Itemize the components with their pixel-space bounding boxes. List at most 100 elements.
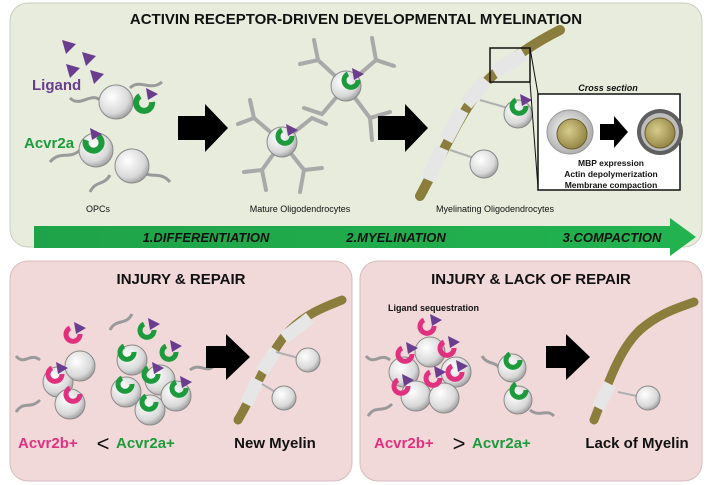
myelin-sheath	[490, 47, 528, 79]
arrow-icon	[378, 104, 428, 152]
acvr2a-receptor-icon	[115, 375, 135, 394]
arrow-icon	[206, 334, 250, 380]
ligand-icon	[146, 88, 158, 100]
zoom-line	[529, 47, 539, 95]
zoom-line	[529, 81, 539, 189]
cell-process	[364, 354, 391, 362]
outcome-lack-of-myelin: Lack of Myelin	[585, 435, 688, 452]
opc-cell	[98, 84, 134, 120]
opc-cell	[64, 350, 96, 382]
acvr2b-receptor-icon	[423, 369, 443, 388]
ligand-icon	[148, 318, 160, 330]
acvr2b-receptor-icon	[63, 385, 83, 404]
ligand-icon	[90, 70, 104, 84]
ligand-icon	[170, 340, 182, 352]
repair-panel-title: INJURY & REPAIR	[117, 271, 246, 288]
acvr2a-receptor-icon	[137, 321, 157, 340]
ligand-icon	[352, 68, 364, 80]
ligand-icon	[66, 64, 80, 78]
myelin-sheath	[280, 312, 314, 344]
axon-cross-section	[556, 118, 588, 150]
acvr2a-receptor-icon	[509, 381, 529, 400]
cell-process	[14, 398, 42, 413]
repair-panel: INJURY & REPAIR	[9, 260, 353, 482]
ligand-icon	[56, 362, 68, 374]
stage-label-myelinating: Myelinating Oligodendrocytes	[436, 204, 555, 214]
myelinating-oligodendrocyte-cell	[271, 385, 297, 411]
arrow-icon	[178, 104, 228, 152]
ligand-icon	[448, 336, 460, 348]
ligand-icon	[180, 376, 192, 388]
myelin-sheath	[460, 75, 492, 109]
acvr2b-receptor-icon	[445, 363, 465, 382]
opc-cell	[54, 388, 86, 420]
comparator-greater-than: >	[453, 431, 466, 456]
ligand-icon	[62, 40, 76, 54]
ligand-icon	[430, 314, 442, 326]
ligand-icon	[402, 374, 414, 386]
ligand-cluster	[62, 40, 104, 84]
acvr2a-receptor-icon	[159, 343, 179, 362]
ligand-icon	[520, 94, 532, 106]
no-repair-panel-background	[359, 260, 703, 482]
myelin-sheath	[592, 381, 616, 411]
demyelinated-axon	[589, 297, 699, 425]
cell-process	[88, 174, 112, 193]
acvr2b-receptor-icon	[63, 325, 83, 344]
receptor-label-acvr2b: Acvr2b+	[374, 435, 434, 452]
top-panel-title: ACTIVIN RECEPTOR-DRIVEN DEVELOPMENTAL MY…	[130, 11, 582, 28]
outcome-new-myelin: New Myelin	[234, 435, 316, 452]
cross-section-box: Cross section MBP expression Actin depol…	[537, 83, 683, 191]
zoom-box	[489, 47, 531, 83]
cell-process	[366, 402, 394, 417]
ligand-sequestration-note: Ligand sequestration	[388, 303, 479, 313]
cross-section-note: Membrane compaction	[565, 180, 658, 190]
opc-cell	[428, 382, 460, 414]
acvr2b-receptor-icon	[391, 377, 411, 396]
acvr2a-receptor-icon	[139, 393, 159, 412]
myelin-sheath	[256, 346, 282, 376]
acvr2a-receptor-icon	[503, 351, 523, 370]
ligand-icon	[286, 124, 298, 136]
opc-cell	[114, 148, 150, 184]
myelinating-oligodendrocyte-cell	[295, 347, 321, 373]
acvr2a-receptor-icon	[117, 343, 137, 362]
receptor-label-acvr2b: Acvr2b+	[18, 435, 78, 452]
ligand-icon	[434, 366, 446, 378]
ligand-icon	[82, 52, 96, 66]
arrow-icon	[600, 116, 628, 148]
cell-process	[128, 80, 163, 90]
acvr2b-receptor-icon	[417, 317, 437, 336]
top-panel: ACTIVIN RECEPTOR-DRIVEN DEVELOPMENTAL MY…	[9, 2, 703, 256]
receptor-label-acvr2a: Acvr2a	[24, 135, 75, 152]
acvr2a-receptor-icon	[341, 71, 361, 90]
comparator-less-than: <	[97, 431, 110, 456]
cell-process	[14, 354, 41, 362]
arrow-icon	[546, 334, 590, 380]
receptor-label-acvr2a: Acvr2a+	[116, 435, 175, 452]
myelin-sheath	[240, 377, 264, 407]
opc-cell	[414, 336, 446, 368]
stage-label-mature: Mature Oligodendrocytes	[250, 204, 351, 214]
cell-process	[108, 313, 134, 331]
ligand-icon	[456, 360, 468, 372]
timeline-arrow	[34, 218, 696, 256]
acvr2a-receptor-icon	[509, 97, 529, 116]
myelin-sheath	[421, 145, 449, 183]
cell-process	[48, 148, 82, 164]
ligand-label: Ligand	[32, 77, 81, 94]
cross-section-title: Cross section	[578, 83, 638, 93]
cell-process	[68, 96, 101, 103]
acvr2b-receptor-icon	[437, 339, 457, 358]
acvr2a-receptor-icon	[141, 365, 161, 384]
acvr2a-receptor-icon	[169, 379, 189, 398]
opc-cell	[400, 380, 432, 412]
timeline-stage-1: 1.DIFFERENTIATION	[143, 230, 270, 245]
myelin-sheath	[439, 106, 469, 144]
cross-section-note: Actin depolymerization	[564, 169, 658, 179]
acvr2b-receptor-icon	[45, 365, 65, 384]
cell-process	[529, 408, 556, 418]
no-repair-panel-title: INJURY & LACK OF REPAIR	[431, 271, 631, 288]
sequestered-ligands	[402, 314, 468, 386]
